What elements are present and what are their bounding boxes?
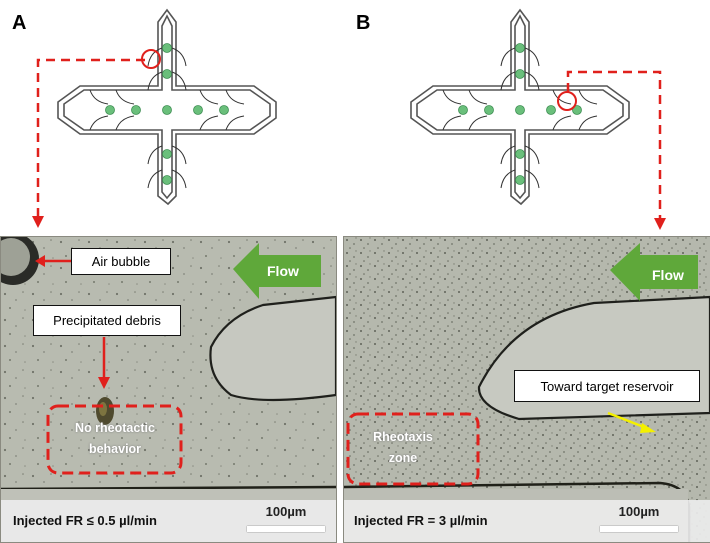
injected-flowrate-b: Injected FR = 3 µl/min bbox=[354, 513, 488, 528]
zone-label-b: Rheotaxis zone bbox=[373, 430, 433, 465]
micrograph-b: Flow Toward target reservoir Rheotaxis z… bbox=[343, 236, 710, 543]
info-bar-a: Injected FR ≤ 0.5 µl/min 100µm bbox=[1, 500, 336, 542]
device-schematic-b bbox=[410, 8, 630, 206]
info-bar-b: Injected FR = 3 µl/min 100µm bbox=[344, 500, 710, 542]
scale-bar-b: 100µm bbox=[596, 504, 682, 532]
connector-a bbox=[32, 58, 145, 228]
panel-letter-b: B bbox=[356, 12, 371, 34]
scale-label-b: 100µm bbox=[618, 504, 660, 519]
scale-line-b bbox=[600, 526, 678, 532]
zone-label-a: No rheotactic behavior bbox=[75, 421, 155, 456]
target-reservoir-label: Toward target reservoir bbox=[514, 370, 700, 402]
scale-label-a: 100µm bbox=[265, 504, 307, 519]
scale-bar-a: 100µm bbox=[243, 504, 329, 532]
flow-label-b: Flow bbox=[652, 267, 684, 283]
micrograph-a: Flow Air bubble Precipitated debris No r… bbox=[0, 236, 337, 543]
scale-line-a bbox=[247, 526, 325, 532]
injected-flowrate-a: Injected FR ≤ 0.5 µl/min bbox=[13, 513, 157, 528]
debris-label: Precipitated debris bbox=[33, 305, 181, 336]
connector-b bbox=[566, 70, 666, 230]
air-bubble-label: Air bubble bbox=[71, 248, 171, 275]
panel-letter-a: A bbox=[12, 12, 27, 34]
flow-label-a: Flow bbox=[267, 263, 299, 279]
device-schematic-a bbox=[57, 8, 277, 206]
